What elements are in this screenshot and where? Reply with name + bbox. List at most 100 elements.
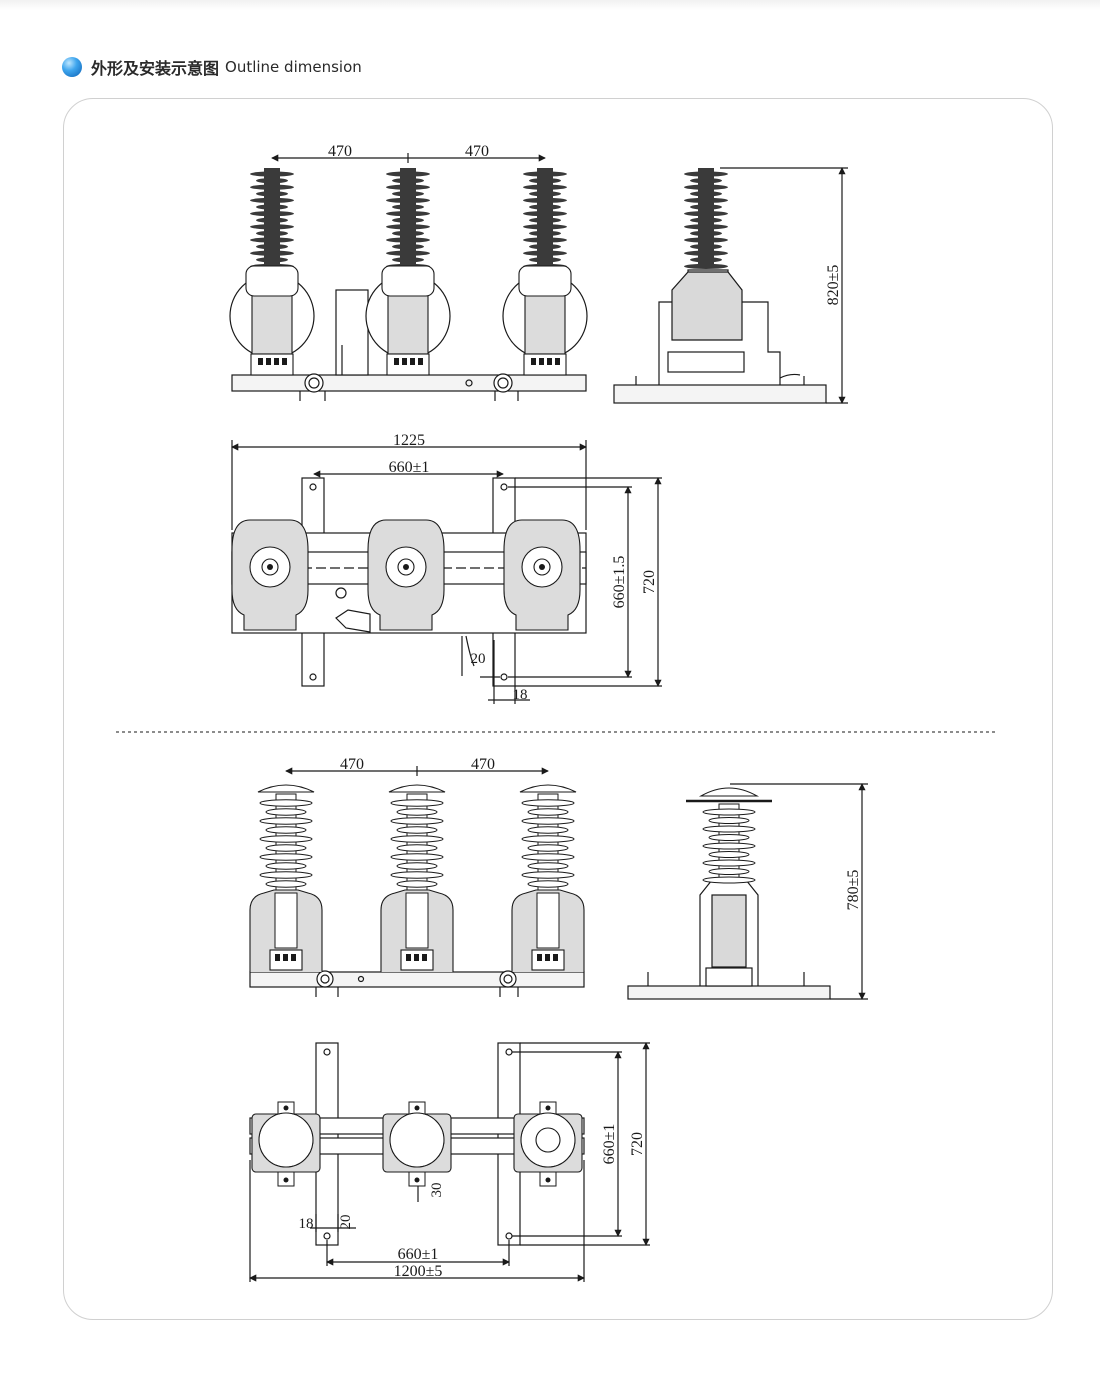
insulator-shed: [250, 224, 294, 230]
pole-top: [251, 1101, 321, 1187]
type2-hole-depth: 660±1: [601, 1124, 618, 1165]
insulator-shed: [702, 808, 756, 816]
insulator-shed: [256, 257, 288, 263]
insulator-shed: [521, 817, 575, 825]
insulator-shed: [396, 880, 438, 888]
terminal-block: [414, 954, 419, 961]
insulator-shed: [390, 871, 444, 879]
insulator-shed: [529, 244, 561, 250]
type2-dim-20: 20: [338, 1215, 354, 1230]
insulator-shed: [250, 197, 294, 203]
insulator-shed: [527, 826, 569, 834]
insulator-shed: [256, 204, 288, 210]
insulator-shed: [265, 808, 307, 816]
insulator-shed: [708, 868, 750, 875]
insulator-shed: [690, 204, 722, 210]
terminal-block: [258, 358, 263, 365]
insulator-shed: [390, 835, 444, 843]
insulator-shed: [529, 191, 561, 197]
insulator-shed: [392, 244, 424, 250]
insulator-cap: [388, 784, 446, 793]
bolt-left-icon: [304, 373, 324, 393]
type2-poles: [249, 784, 585, 972]
insulator-shed: [702, 876, 756, 884]
pole-top: [513, 1101, 583, 1187]
insulator-shed: [265, 862, 307, 870]
bolt-right-icon: [493, 373, 513, 393]
type1-top-poles: [231, 519, 581, 631]
pole-assembly: [511, 784, 585, 972]
type2-depth: 720: [629, 1132, 646, 1156]
bolt-right-b-icon: [499, 970, 517, 988]
insulator-shed: [702, 859, 756, 867]
terminal-block: [394, 358, 399, 365]
insulator-shed: [523, 197, 567, 203]
insulator-shed: [259, 871, 313, 879]
insulator-shed: [529, 257, 561, 263]
insulator-shed: [527, 808, 569, 816]
insulator-shed: [529, 217, 561, 223]
type1-spacing-left: 470: [328, 143, 352, 160]
terminal-block: [282, 358, 287, 365]
terminal-block: [547, 358, 552, 365]
insulator-shed: [521, 835, 575, 843]
insulator-shed: [690, 191, 722, 197]
insulator-shed: [259, 799, 313, 807]
insulator-shed: [256, 230, 288, 236]
terminal-block: [274, 358, 279, 365]
insulator-shed: [392, 257, 424, 263]
type1-front-view: [231, 153, 587, 401]
insulator-shed: [684, 237, 728, 243]
pole-top: [382, 1101, 452, 1187]
insulator-shed: [250, 171, 294, 177]
insulator-shed: [702, 842, 756, 850]
terminal-block: [291, 954, 296, 961]
insulator-shed: [250, 211, 294, 217]
insulator-cap: [519, 784, 577, 793]
terminal-block: [266, 358, 271, 365]
type1-top-width: 1225: [393, 432, 425, 449]
pole-assembly: [380, 784, 454, 972]
base-plate-b: [249, 971, 585, 988]
terminal-block: [418, 358, 423, 365]
insulator-shed: [529, 178, 561, 184]
type2-width: 1200±5: [394, 1263, 443, 1280]
insulator-shed: [690, 178, 722, 184]
insulator-shed: [386, 211, 430, 217]
type1-spacing-right: 470: [465, 143, 489, 160]
insulator-shed: [396, 808, 438, 816]
insulator-shed: [392, 204, 424, 210]
insulator-shed: [256, 191, 288, 197]
insulator-shed: [684, 263, 728, 269]
type1-depth: 720: [641, 570, 658, 594]
pole-top: [367, 519, 445, 631]
insulator-shed: [521, 853, 575, 861]
insulator-cap: [698, 787, 760, 797]
insulator-shed: [527, 844, 569, 852]
pole-top: [231, 519, 309, 631]
insulator-shed: [392, 230, 424, 236]
type1-bolt-spacing: 660±1: [389, 459, 430, 476]
insulator-shed: [392, 217, 424, 223]
terminal-block: [406, 954, 411, 961]
mechanism-box: [335, 289, 369, 376]
insulator-shed: [708, 834, 750, 841]
terminal-block: [422, 954, 427, 961]
type1-height: 820±5: [825, 265, 842, 306]
insulator-shed: [256, 178, 288, 184]
insulator-shed: [690, 217, 722, 223]
pole-top: [503, 519, 581, 631]
pole-assembly: [502, 168, 588, 376]
type2-front-view: [249, 766, 585, 997]
section-header: 外形及安装示意图 Outline dimension: [62, 55, 362, 79]
type2-top-view: [249, 1042, 650, 1282]
insulator-cap: [257, 784, 315, 793]
terminal-block: [410, 358, 415, 365]
type1-dim-20: 20: [471, 651, 486, 667]
bolt-left-b-icon: [316, 970, 334, 988]
insulator-shed: [684, 197, 728, 203]
insulator-shed: [684, 171, 728, 177]
insulator-shed: [265, 880, 307, 888]
insulator-shed: [523, 237, 567, 243]
